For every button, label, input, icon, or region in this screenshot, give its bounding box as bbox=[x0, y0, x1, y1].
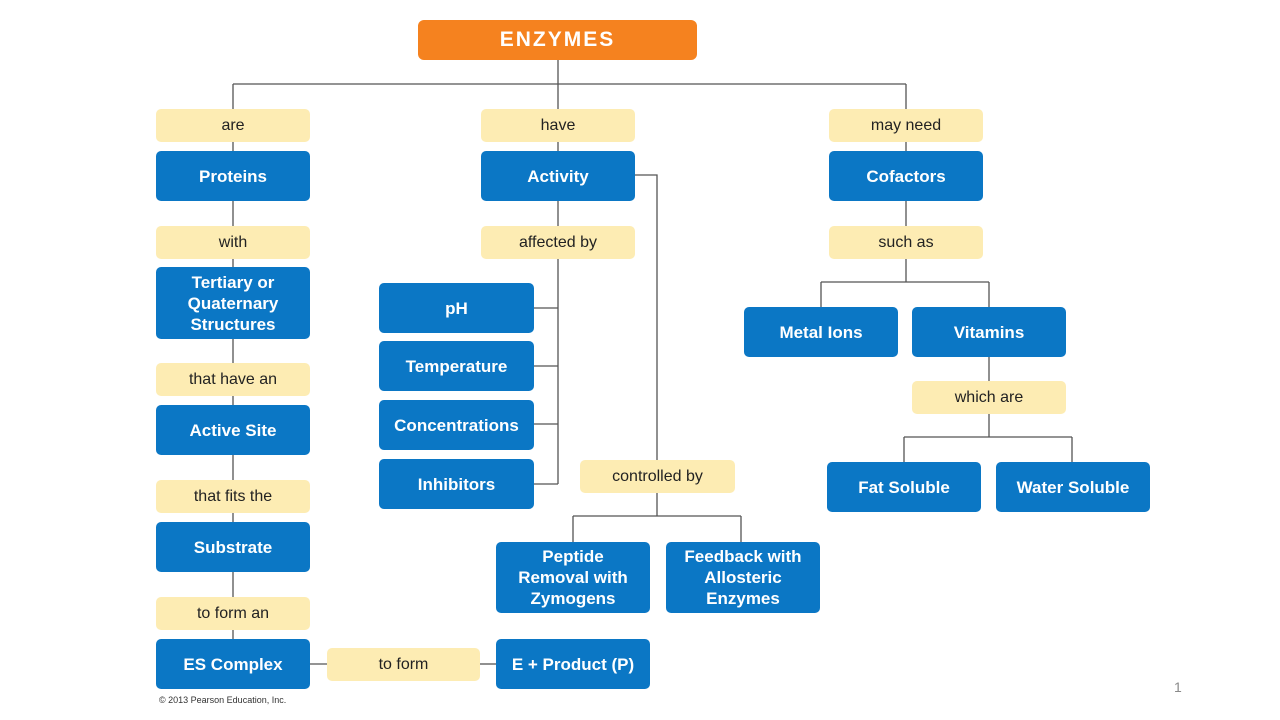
concept-es-complex: ES Complex bbox=[156, 639, 310, 689]
concept-water-soluble: Water Soluble bbox=[996, 462, 1150, 512]
concept-inhibitors: Inhibitors bbox=[379, 459, 534, 509]
concept-peptide-removal: Peptide Removal with Zymogens bbox=[496, 542, 650, 613]
link-are: are bbox=[156, 109, 310, 142]
concept-e-product: E + Product (P) bbox=[496, 639, 650, 689]
concept-activity: Activity bbox=[481, 151, 635, 201]
link-to-form-an: to form an bbox=[156, 597, 310, 630]
concept-fat-soluble: Fat Soluble bbox=[827, 462, 981, 512]
concept-cofactors: Cofactors bbox=[829, 151, 983, 201]
link-may-need: may need bbox=[829, 109, 983, 142]
link-which-are: which are bbox=[912, 381, 1066, 414]
link-to-form: to form bbox=[327, 648, 480, 681]
concept-concentrations: Concentrations bbox=[379, 400, 534, 450]
concept-active-site: Active Site bbox=[156, 405, 310, 455]
page-number: 1 bbox=[1174, 679, 1182, 695]
concept-ph: pH bbox=[379, 283, 534, 333]
link-controlled-by: controlled by bbox=[580, 460, 735, 493]
concept-tertiary-quaternary: Tertiary or Quaternary Structures bbox=[156, 267, 310, 339]
concept-proteins: Proteins bbox=[156, 151, 310, 201]
link-such-as: such as bbox=[829, 226, 983, 259]
link-that-have-an: that have an bbox=[156, 363, 310, 396]
concept-vitamins: Vitamins bbox=[912, 307, 1066, 357]
concept-metal-ions: Metal Ions bbox=[744, 307, 898, 357]
link-affected-by: affected by bbox=[481, 226, 635, 259]
link-that-fits-the: that fits the bbox=[156, 480, 310, 513]
link-with: with bbox=[156, 226, 310, 259]
copyright-text: © 2013 Pearson Education, Inc. bbox=[159, 695, 287, 705]
link-have: have bbox=[481, 109, 635, 142]
concept-feedback-allosteric: Feedback with Allosteric Enzymes bbox=[666, 542, 820, 613]
concept-substrate: Substrate bbox=[156, 522, 310, 572]
enzymes-title: ENZYMES bbox=[418, 20, 697, 60]
concept-temperature: Temperature bbox=[379, 341, 534, 391]
